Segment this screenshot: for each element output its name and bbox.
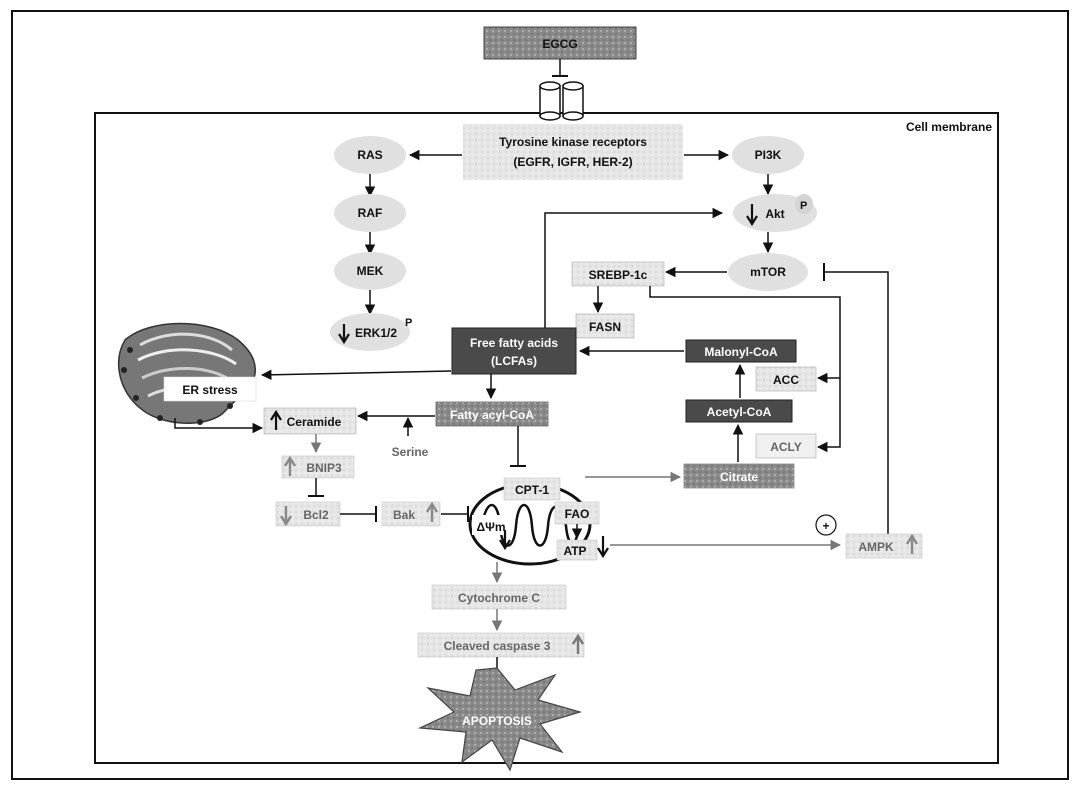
cpt1-label: CPT-1 bbox=[515, 483, 549, 497]
ras-label: RAS bbox=[357, 148, 382, 162]
receptors-label-2: (EGFR, IGFR, HER-2) bbox=[513, 155, 632, 169]
srebp-label: SREBP-1c bbox=[589, 268, 648, 282]
pi3k-label: PI3K bbox=[755, 148, 782, 162]
citrate-node: Citrate bbox=[684, 464, 794, 488]
arrow-ffa-er-stress bbox=[262, 371, 451, 375]
acly-label: ACLY bbox=[770, 440, 802, 454]
fao-label: FAO bbox=[565, 507, 590, 521]
cytochrome-label: Cytochrome C bbox=[458, 591, 540, 605]
er-stress-node: ER stress bbox=[164, 377, 256, 401]
akt-label: Akt bbox=[765, 207, 784, 221]
bcl2-node: Bcl2 bbox=[276, 502, 340, 526]
mtor-node: mTOR bbox=[728, 253, 808, 291]
ampk-label: AMPK bbox=[858, 540, 894, 554]
receptors-node: Tyrosine kinase receptors (EGFR, IGFR, H… bbox=[463, 124, 683, 180]
acetyl-label: Acetyl-CoA bbox=[707, 405, 772, 419]
fasn-node: FASN bbox=[576, 314, 634, 338]
apoptosis-node: APOPTOSIS bbox=[420, 668, 580, 770]
ffa-label-1: Free fatty acids bbox=[470, 336, 558, 350]
bak-node: Bak bbox=[382, 502, 440, 526]
citrate-label: Citrate bbox=[720, 470, 758, 484]
cpt1-node: CPT-1 bbox=[504, 478, 560, 500]
akt-node: Akt P bbox=[733, 194, 817, 232]
bnip3-label: BNIP3 bbox=[306, 461, 342, 475]
raf-node: RAF bbox=[334, 194, 406, 232]
mek-node: MEK bbox=[334, 252, 406, 290]
apoptosis-label: APOPTOSIS bbox=[462, 714, 532, 728]
caspase-label: Cleaved caspase 3 bbox=[444, 639, 551, 653]
fasn-label: FASN bbox=[589, 320, 621, 334]
receptors-label-1: Tyrosine kinase receptors bbox=[499, 135, 647, 149]
bak-label: Bak bbox=[393, 508, 415, 522]
erk-node: ERK1/2 P bbox=[330, 313, 412, 351]
caspase-node: Cleaved caspase 3 bbox=[418, 633, 584, 657]
cytochrome-node: Cytochrome C bbox=[432, 585, 566, 609]
erk-label: ERK1/2 bbox=[355, 326, 397, 340]
raf-label: RAF bbox=[358, 206, 383, 220]
fao-node: FAO bbox=[555, 502, 599, 524]
akt-phospho-label: P bbox=[800, 200, 807, 212]
fatty-acyl-coa-node: Fatty acyl-CoA bbox=[436, 402, 548, 426]
plus-label: + bbox=[822, 519, 829, 533]
egcg-label: EGCG bbox=[542, 37, 577, 51]
receptor-icon bbox=[540, 82, 583, 120]
malonyl-coa-node: Malonyl-CoA bbox=[686, 340, 796, 362]
dpsi-label: ΔΨm bbox=[476, 520, 505, 534]
acly-node: ACLY bbox=[756, 434, 816, 458]
cell-membrane-box bbox=[95, 113, 998, 763]
fatty-acyl-label: Fatty acyl-CoA bbox=[450, 408, 534, 422]
er-stress-label: ER stress bbox=[182, 383, 238, 397]
serine-label: Serine bbox=[392, 445, 429, 459]
arrow-srebp-acly bbox=[818, 378, 840, 447]
ffa-label-2: (LCFAs) bbox=[491, 354, 537, 368]
ceramide-node: Ceramide bbox=[264, 408, 356, 434]
bnip3-node: BNIP3 bbox=[282, 456, 354, 478]
mek-label: MEK bbox=[357, 264, 384, 278]
free-fatty-acids-node: Free fatty acids (LCFAs) bbox=[452, 328, 576, 374]
erk-phospho-label: P bbox=[405, 317, 412, 329]
plus-marker: + bbox=[816, 515, 836, 535]
atp-down-arrow-icon bbox=[598, 536, 608, 556]
malonyl-label: Malonyl-CoA bbox=[704, 345, 778, 359]
pi3k-node: PI3K bbox=[732, 136, 804, 174]
cell-membrane-label: Cell membrane bbox=[906, 120, 992, 134]
srebp-node: SREBP-1c bbox=[572, 262, 664, 286]
egcg-node: EGCG bbox=[484, 27, 636, 59]
arrow-srebp-acc bbox=[650, 286, 840, 378]
atp-label: ATP bbox=[563, 544, 586, 558]
er-organelle-illustration bbox=[119, 324, 256, 426]
acc-node: ACC bbox=[756, 367, 816, 391]
ampk-node: AMPK bbox=[846, 534, 922, 558]
acetyl-coa-node: Acetyl-CoA bbox=[686, 400, 792, 422]
acc-label: ACC bbox=[773, 373, 799, 387]
ceramide-label: Ceramide bbox=[287, 415, 342, 429]
ras-node: RAS bbox=[334, 136, 406, 174]
bcl2-label: Bcl2 bbox=[303, 508, 329, 522]
ampk-inhibit-mtor-line bbox=[824, 272, 888, 543]
mtor-label: mTOR bbox=[750, 265, 786, 279]
